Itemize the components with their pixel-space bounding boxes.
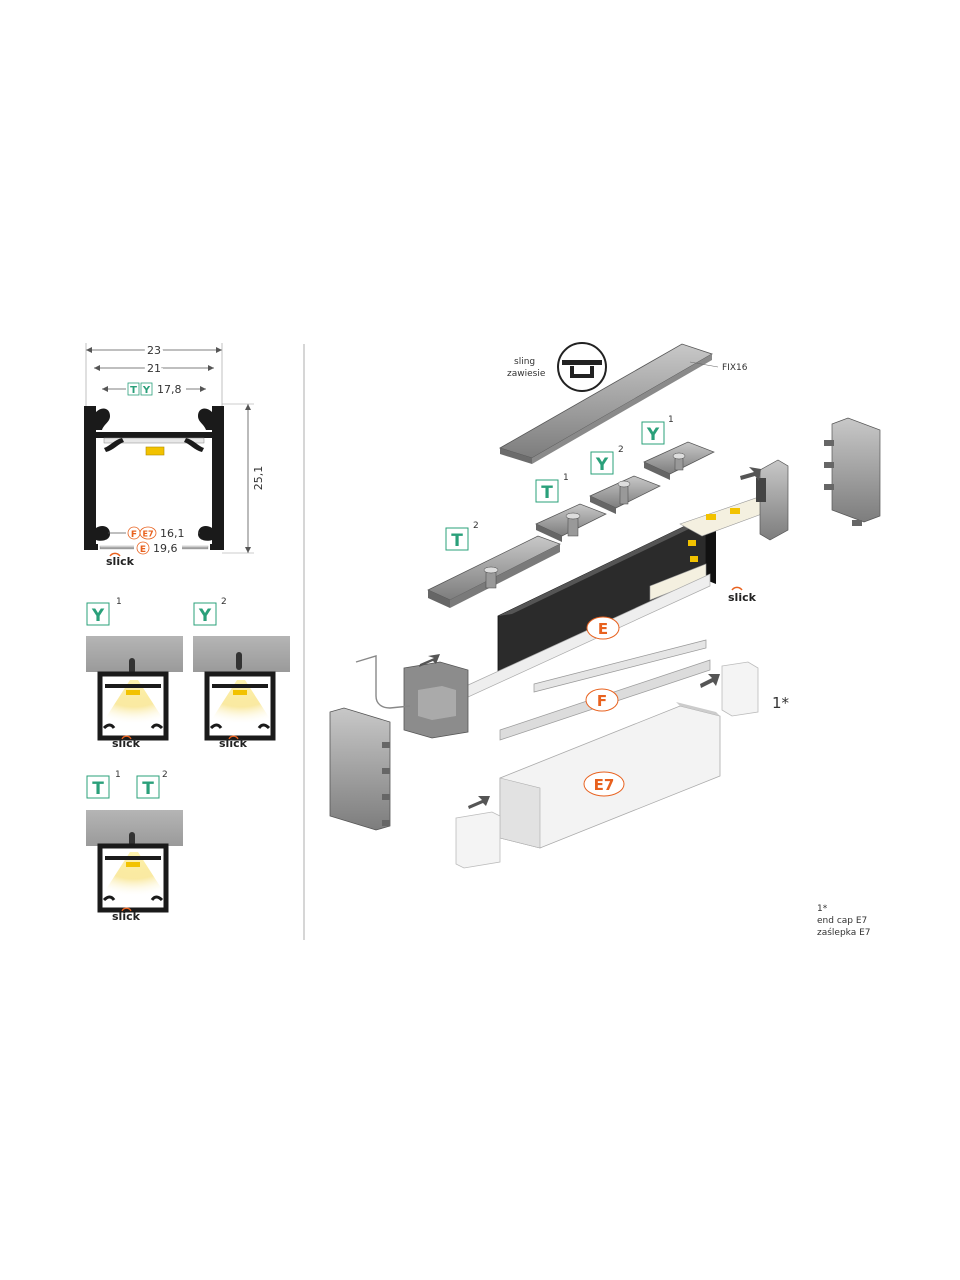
mount-y1-sup: 1	[116, 597, 122, 607]
slick-logo-y2: slick	[219, 737, 248, 750]
mount-y2-label: Y	[198, 606, 212, 626]
badge-e-small: E	[140, 545, 146, 555]
exploded-y2-sup: 2	[618, 445, 624, 455]
dim-ty-value: 17,8	[157, 383, 182, 396]
end-cap-right-outer	[831, 417, 881, 523]
end-cap-left-outer	[329, 707, 391, 831]
diffuser-e7-label: E7	[594, 776, 615, 794]
dim-width-inner: 21	[147, 362, 161, 375]
diffuser-e-label: E	[598, 620, 608, 638]
exploded-t1-sup: 1	[563, 473, 569, 483]
badge-y-small: Y	[142, 385, 151, 396]
exploded-view: sling zawiesie FIX16 Y 1 Y 2 T 1	[329, 342, 881, 869]
mount-y1: Y 1 slick	[86, 597, 183, 750]
mount-t1-sup: 1	[115, 770, 121, 780]
mount-t2-sup: 2	[162, 770, 168, 780]
mount-y1-label: Y	[91, 606, 105, 626]
mount-t1-label: T	[92, 779, 104, 799]
sling-icon	[557, 342, 607, 392]
footnote-line1: 1*	[817, 904, 828, 914]
badge-t-small: T	[130, 385, 137, 396]
dim-height: 25,1	[252, 466, 265, 491]
exploded-t2-label: T	[451, 531, 463, 551]
mount-t: T 1 T 2 slick	[86, 770, 183, 923]
exploded-t2-sup: 2	[473, 521, 479, 531]
badge-f-small: F	[131, 530, 137, 540]
end-cap-e7	[721, 661, 759, 717]
slick-logo-y1: slick	[112, 737, 141, 750]
sling-label-pl: zawiesie	[507, 369, 546, 379]
mount-t2-label: T	[142, 779, 154, 799]
dim-fe7-value: 16,1	[160, 527, 185, 540]
end-cap-e7-left	[455, 811, 501, 869]
footnote-line2: end cap E7	[817, 916, 867, 926]
sling-label: sling	[514, 357, 535, 367]
end-cap-e7-label: 1*	[772, 694, 790, 712]
footnote: 1* end cap E7 zaślepka E7	[817, 904, 871, 938]
fix16-label: FIX16	[722, 363, 748, 373]
exploded-y2-label: Y	[595, 455, 609, 475]
badge-e7-small: E7	[142, 530, 153, 539]
slick-logo-main: slick	[106, 555, 135, 568]
end-cap-right-dark	[759, 459, 789, 541]
cross-section: 23 21 T Y 17,8 25,1	[84, 341, 265, 568]
footnote-line3: zaślepka E7	[817, 927, 871, 938]
diffuser-f-top	[533, 639, 707, 693]
dim-e-value: 19,6	[153, 542, 178, 555]
mount-y2-sup: 2	[221, 597, 227, 607]
slick-logo-t: slick	[112, 910, 141, 923]
mount-y2: Y 2 slick	[193, 597, 290, 750]
exploded-t1-label: T	[541, 483, 553, 503]
dim-width-outer: 23	[147, 344, 161, 357]
exploded-y1-label: Y	[646, 425, 660, 445]
diffuser-f-label: F	[597, 692, 607, 710]
exploded-y1-sup: 1	[668, 415, 674, 425]
slick-logo-exploded: slick	[728, 591, 757, 604]
